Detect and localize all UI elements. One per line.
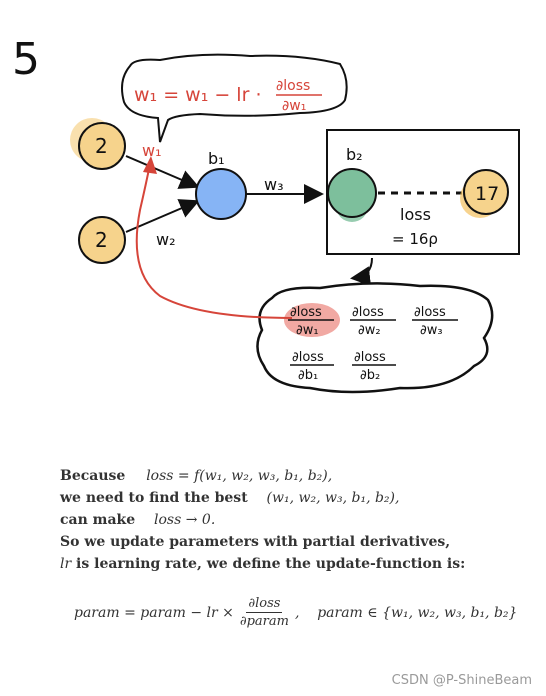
gradient-4-num: ∂loss: [292, 350, 324, 365]
gradient-list: ∂loss ∂w₁ ∂loss ∂w₂ ∂loss ∂w₃ ∂loss ∂b₁ …: [288, 305, 458, 383]
edge-w1: [125, 155, 200, 189]
update-rule-den: ∂w₁: [282, 98, 306, 114]
input-node-top-value: 2: [95, 134, 108, 158]
gradient-2-den: ∂w₂: [358, 323, 381, 338]
gradient-3-den: ∂w₃: [420, 323, 443, 338]
update-rule-num: ∂loss: [276, 78, 310, 94]
target-node: [463, 169, 509, 215]
gradient-4-den: ∂b₁: [298, 368, 318, 383]
explanation-line-3: can make loss → 0.: [60, 512, 216, 528]
formula-den: ∂param: [239, 614, 289, 629]
target-value: 17: [475, 183, 499, 205]
hidden-node: [195, 168, 247, 220]
loss-label: loss: [400, 205, 431, 224]
formula-lhs: param = param − lr ×: [74, 604, 234, 621]
formula-num: ∂loss: [246, 596, 283, 613]
output-box: [326, 129, 520, 255]
loss-value: = 16ρ: [392, 230, 438, 248]
explanation-line-4: So we update parameters with partial der…: [60, 534, 451, 550]
input-node-bottom: [78, 216, 126, 264]
update-rule-lhs: w₁ = w₁ − lr ·: [134, 84, 261, 106]
gradient-5-den: ∂b₂: [360, 368, 380, 383]
gradient-5-num: ∂loss: [354, 350, 386, 365]
backprop-diagram: 5 w₁ = w₁ − lr · ∂loss ∂w₁ w₁ w₂ w₃ 2 2 …: [12, 34, 520, 394]
output-node-label: b₂: [346, 145, 363, 164]
formula-fraction: ∂loss ∂param: [240, 596, 289, 629]
edge-label-w3: w₃: [264, 175, 284, 194]
input-node-top: [78, 122, 126, 170]
hidden-node-label: b₁: [208, 149, 225, 168]
explanation-line-2: we need to find the best (w₁, w₂, w₃, b₁…: [60, 490, 400, 506]
edge-label-w1: w₁: [142, 141, 162, 160]
edge-label-w2: w₂: [156, 230, 176, 249]
formula-set: , param ∈ {w₁, w₂, w₃, b₁, b₂}: [294, 604, 518, 621]
gradient-1-den: ∂w₁: [296, 323, 319, 338]
gradient-1-num: ∂loss: [290, 305, 322, 320]
input-node-bottom-value: 2: [95, 228, 108, 252]
gradient-2-num: ∂loss: [352, 305, 384, 320]
gradient-3-num: ∂loss: [414, 305, 446, 320]
figure-number: 5: [12, 34, 40, 85]
explanation-line-1: Because loss = f(w₁, w₂, w₃, b₁, b₂),: [60, 468, 333, 484]
backprop-arrow: [135, 163, 293, 319]
explanation-line-5: lr is learning rate, we define the updat…: [60, 556, 466, 572]
watermark: CSDN @P-ShineBeam: [391, 673, 532, 688]
output-node: [327, 168, 377, 218]
update-rule-bubble: [121, 53, 348, 143]
box-to-gradients-arrow: [350, 257, 373, 287]
update-formula: param = param − lr × ∂loss ∂param , para…: [74, 596, 517, 629]
